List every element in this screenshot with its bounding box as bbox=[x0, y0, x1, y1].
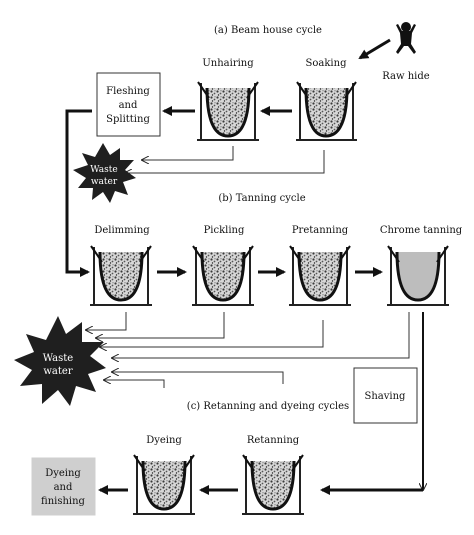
vessel-pickling bbox=[192, 245, 254, 306]
label-pickling: Pickling bbox=[204, 225, 245, 236]
fleshing-line1: Fleshing bbox=[106, 86, 150, 97]
raw-hide-label: Raw hide bbox=[382, 71, 429, 82]
waste-line-soaking bbox=[125, 150, 325, 173]
waste-small-line1: Waste bbox=[90, 165, 117, 175]
waste-line-pickling bbox=[96, 312, 225, 338]
title-retanning: (c) Retanning and dyeing cycles bbox=[187, 401, 349, 412]
label-delimming: Delimming bbox=[94, 225, 150, 236]
vessel-dyeing bbox=[133, 454, 195, 515]
waste-line-chrome bbox=[112, 312, 410, 358]
finishing-line2: and bbox=[54, 482, 73, 493]
label-chrome-tanning: Chrome tanning bbox=[380, 225, 463, 236]
finishing-line3: finishing bbox=[41, 496, 86, 507]
waste-small-line2: water bbox=[91, 177, 118, 187]
vessel-retanning bbox=[242, 454, 304, 515]
waste-water-burst-small bbox=[73, 143, 136, 203]
fleshing-line3: Splitting bbox=[106, 114, 150, 125]
vessel-soaking bbox=[296, 81, 357, 141]
vessel-pretanning bbox=[289, 245, 351, 306]
shaving-box bbox=[353, 367, 418, 424]
flow-fleshing-to-tanning bbox=[65, 109, 92, 277]
vessel-unhairing bbox=[197, 81, 259, 141]
label-soaking: Soaking bbox=[306, 58, 348, 69]
label-unhairing: Unhairing bbox=[202, 58, 254, 69]
raw-hide-arrow bbox=[358, 38, 391, 60]
raw-hide-icon bbox=[396, 22, 416, 54]
waste-large-line1: Waste bbox=[43, 353, 74, 364]
fleshing-line2: and bbox=[119, 100, 138, 111]
title-tanning: (b) Tanning cycle bbox=[218, 193, 305, 204]
label-retanning: Retanning bbox=[247, 435, 300, 446]
finishing-line1: Dyeing bbox=[45, 468, 81, 479]
shaving-label: Shaving bbox=[365, 391, 407, 402]
vessel-delimming bbox=[90, 245, 152, 306]
vessel-chrome-tanning bbox=[387, 245, 449, 306]
title-beam-house: (a) Beam house cycle bbox=[214, 25, 322, 36]
waste-water-burst-large bbox=[14, 316, 106, 406]
waste-line-shaving bbox=[112, 372, 284, 384]
label-dyeing: Dyeing bbox=[146, 435, 182, 446]
waste-line-delimming bbox=[86, 312, 127, 330]
fleshing-splitting-box bbox=[96, 72, 161, 137]
waste-large-line2: water bbox=[43, 366, 72, 377]
dyeing-finishing-box bbox=[31, 457, 96, 516]
waste-line-retanning bbox=[104, 380, 165, 388]
waste-line-pretanning bbox=[100, 320, 324, 347]
waste-line-unhairing bbox=[142, 146, 234, 160]
label-pretanning: Pretanning bbox=[292, 225, 349, 236]
